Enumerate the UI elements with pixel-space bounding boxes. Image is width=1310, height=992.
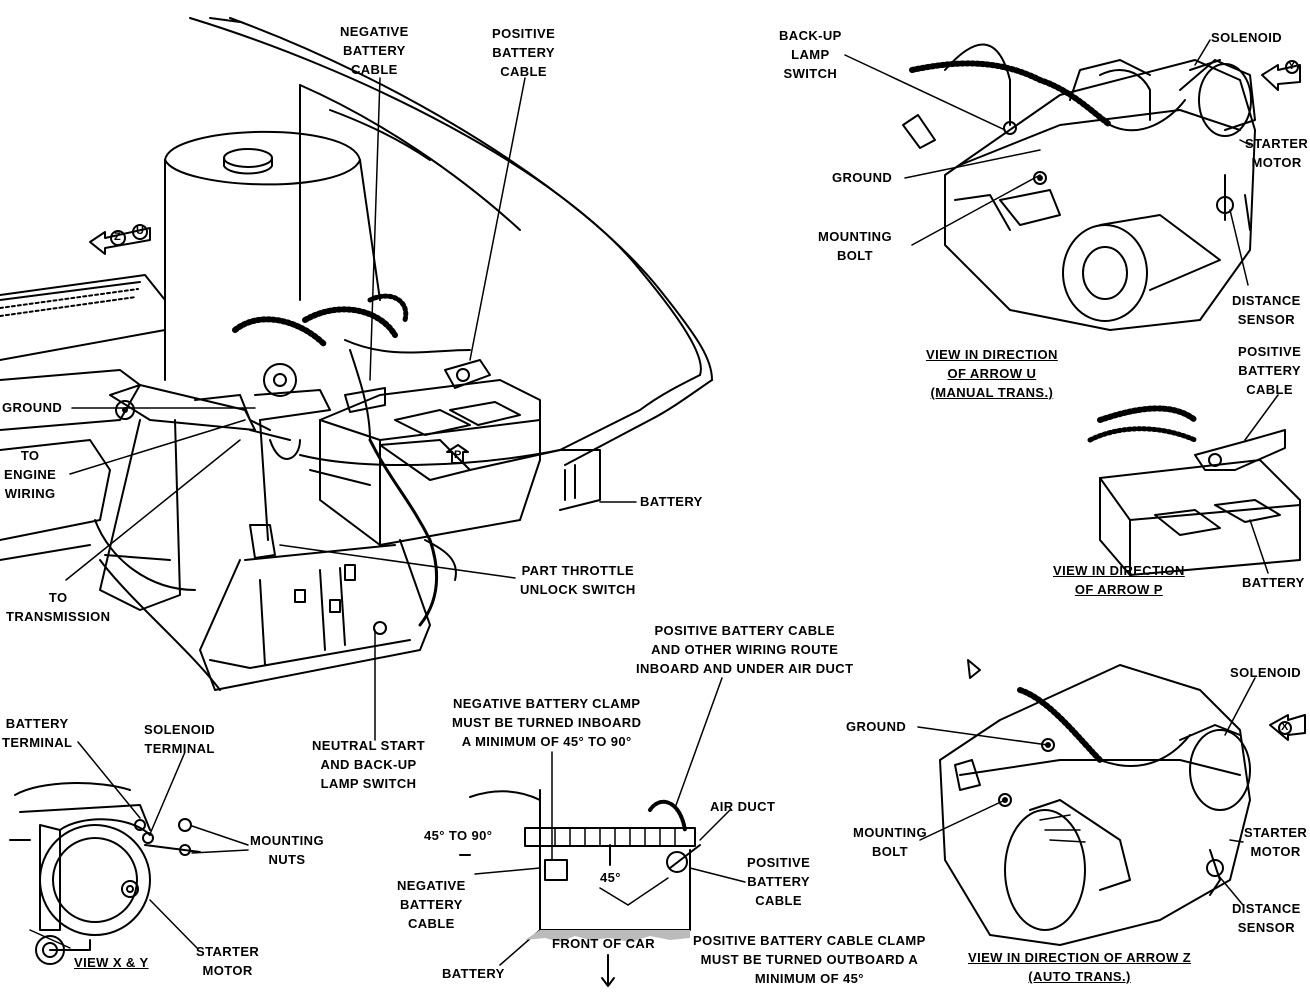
- arrow-tag-u: U: [136, 225, 144, 237]
- starter-view-xy-leader-lines: [29, 741, 249, 949]
- arrow-tag-x: X: [1281, 721, 1289, 733]
- arrow-tag-z: Z: [114, 231, 121, 243]
- main-leader-lines: [65, 77, 637, 741]
- label-battery-bc: BATTERY: [442, 966, 505, 981]
- auto-trans-view-drawing: [939, 659, 1306, 946]
- label-view-arrow-z: VIEW IN DIRECTION OF ARROW Z(AUTO TRANS.…: [968, 950, 1192, 984]
- label-ground-manual: GROUND: [832, 170, 893, 185]
- label-view-x-y: VIEW X & Y: [74, 955, 149, 970]
- manual-trans-leader-lines: [844, 39, 1251, 286]
- view-p-leader-lines: [1244, 394, 1279, 574]
- label-ground-left: GROUND: [2, 400, 63, 415]
- label-angle-45: 45°: [600, 870, 621, 885]
- label-battery-right: BATTERY: [1242, 575, 1305, 590]
- label-solenoid-top: SOLENOID: [1211, 30, 1283, 45]
- starter-view-xy-drawing: [9, 782, 201, 965]
- battery-top-view-drawing: [459, 789, 701, 987]
- auto-trans-leader-lines: [917, 677, 1256, 906]
- main-engine-bay-drawing: [0, 17, 713, 691]
- label-ground-br: GROUND: [846, 719, 907, 734]
- label-solenoid-br: SOLENOID: [1230, 665, 1302, 680]
- label-angle-45-to-90: 45° TO 90°: [424, 828, 493, 843]
- label-air-duct: AIR DUCT: [710, 799, 776, 814]
- label-front-of-car: FRONT OF CAR: [552, 936, 656, 951]
- manual-trans-view-drawing: [902, 43, 1301, 331]
- label-battery-main: BATTERY: [640, 494, 703, 509]
- view-p-battery-drawing: [1087, 405, 1301, 576]
- arrow-tag-y: Y: [1288, 60, 1296, 72]
- arrow-tag-p: P: [454, 449, 462, 461]
